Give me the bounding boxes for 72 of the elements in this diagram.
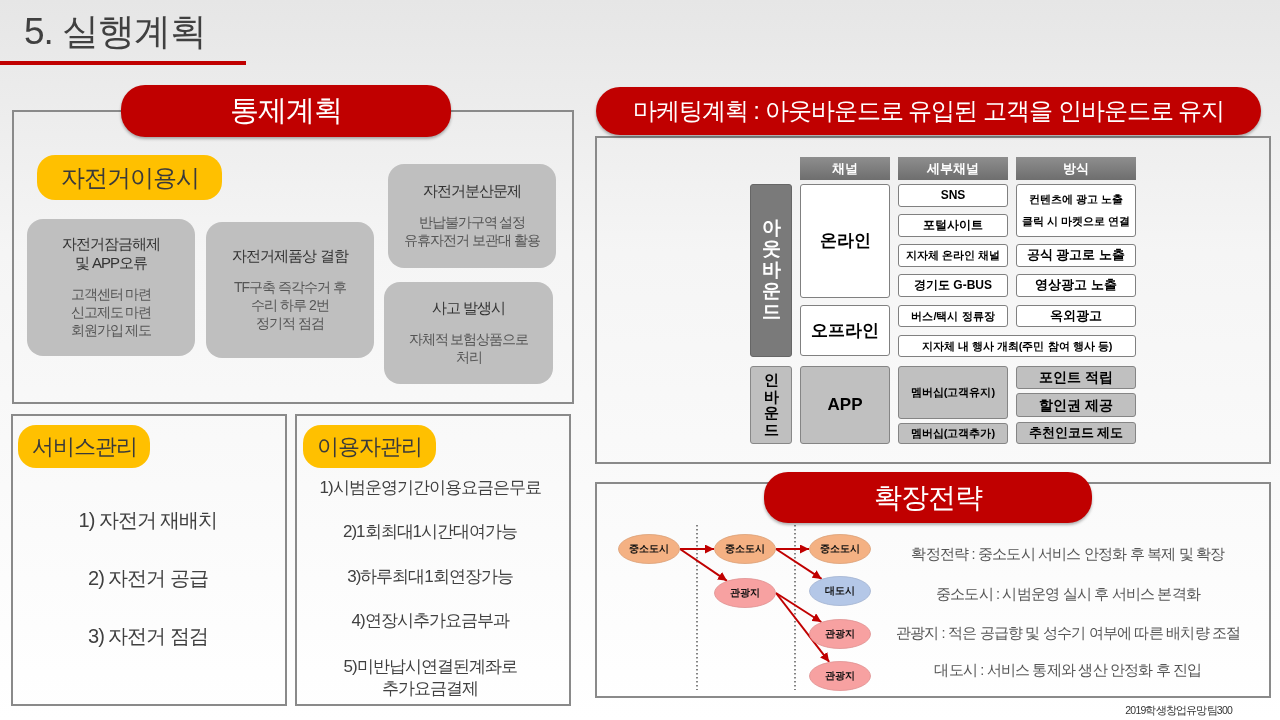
info-card (388, 164, 556, 268)
list-item: 2) 자전거 공급 (88, 566, 208, 591)
table-cell: 옥외광고 (1016, 305, 1136, 327)
table-cell: 추천인코드 제도 (1016, 422, 1136, 444)
info-card (27, 219, 195, 356)
card-text: 반납불가구역 설정 유휴자전거 보관대 활용 (403, 213, 541, 250)
row-header: 인바운드 (750, 366, 792, 444)
panel (295, 414, 571, 706)
footer-text: 2019학생창업유망팀300 (1125, 704, 1232, 718)
arrow (775, 592, 831, 663)
region-ellipse: 관광지 (809, 661, 871, 691)
arrow (775, 548, 823, 580)
region-ellipse: 대도시 (809, 576, 871, 606)
table-cell: 포인트 적립 (1016, 366, 1136, 389)
table-cell: 온라인 (800, 184, 890, 298)
table-cell: SNS (898, 184, 1008, 207)
list-item: 3) 자전거 점검 (88, 624, 208, 649)
section-header: 통제계획 (121, 85, 451, 137)
card-text: 고객센터 마련 신고제도 마련 회원가입 제도 (69, 284, 153, 340)
table-cell: 지자체 내 행사 개최(주민 참여 행사 등) (898, 335, 1136, 357)
page-title: 5. 실행계획 (24, 10, 207, 54)
table-cell: 지자체 온라인 채널 (898, 244, 1008, 267)
region-ellipse: 관광지 (714, 578, 776, 608)
table-cell: APP (800, 366, 890, 444)
info-card (384, 282, 553, 384)
table-cell: 멤버십(고객추가) (898, 423, 1008, 444)
arrow (775, 592, 823, 624)
info-card (206, 222, 374, 358)
list-item: 1) 자전거 재배치 (78, 508, 218, 533)
section-header: 마케팅계획 : 아웃바운드로 유입된 고객을 인바운드로 유지 (596, 87, 1261, 135)
card-text: TF구축 즉각수거 후 수리 하루 2번 정기적 점검 (234, 278, 346, 333)
region-ellipse: 중소도시 (809, 534, 871, 564)
list-item: 1)시범운영기간이용요금은무료 (319, 476, 541, 499)
column-header: 세부채널 (898, 157, 1008, 180)
list-item: 5)미반납시연결된계좌로 추가요금결제 (342, 655, 518, 700)
category-tag: 자전거이용시 (37, 155, 222, 200)
card-title: 자전거제품상 결함 (232, 247, 348, 267)
table-cell: 영상광고 노출 (1016, 274, 1136, 297)
card-title: 자전거잠금해제 및 APP오류 (61, 235, 161, 273)
section-header: 확장전략 (764, 472, 1092, 523)
table-cell: 공식 광고로 노출 (1016, 244, 1136, 267)
card-title: 사고 발생시 (431, 299, 506, 319)
list-item: 3)하루최대1회연장가능 (347, 565, 513, 588)
cell-text: 컨텐츠에 광고 노출 (1028, 193, 1124, 207)
table-cell: 오프라인 (800, 305, 890, 356)
table-cell: 할인권 제공 (1016, 393, 1136, 417)
table-cell: 멤버십(고객유지) (898, 366, 1008, 419)
column-header: 방식 (1016, 157, 1136, 180)
table-cell: 버스/택시 정류장 (898, 305, 1008, 327)
list-item: 4)연장시추가요금부과 (351, 609, 509, 632)
column-header: 채널 (800, 157, 890, 180)
strategy-note: 대도시 : 서비스 통제와 생산 안정화 후 진입 (934, 660, 1202, 680)
region-ellipse: 중소도시 (618, 534, 680, 564)
region-ellipse: 중소도시 (714, 534, 776, 564)
list-item: 2)1회최대1시간대여가능 (343, 520, 517, 543)
card-title: 자전거분산문제 (423, 182, 521, 202)
cell-text: 클릭 시 마켓으로 연결 (1021, 214, 1131, 228)
arrow (679, 548, 728, 582)
panel (11, 414, 287, 706)
strategy-note: 관광지 : 적은 공급향 및 성수기 여부에 따른 배치량 조절 (895, 623, 1241, 643)
table-cell: 포털사이트 (898, 214, 1008, 237)
arrow (679, 544, 715, 554)
strategy-note: 중소도시 : 시범운영 실시 후 서비스 본격화 (936, 584, 1200, 604)
category-tag: 이용자관리 (303, 425, 436, 468)
category-tag: 서비스관리 (18, 425, 150, 468)
table-cell: 경기도 G-BUS (898, 274, 1008, 297)
table-cell (1016, 184, 1136, 237)
strategy-note: 확정전략 : 중소도시 서비스 안정화 후 복제 및 확장 (911, 544, 1225, 564)
row-header: 아웃바운드 (750, 184, 792, 357)
arrow (775, 544, 810, 554)
card-text: 자체적 보험상품으로 처리 (407, 330, 530, 367)
region-ellipse: 관광지 (809, 619, 871, 649)
